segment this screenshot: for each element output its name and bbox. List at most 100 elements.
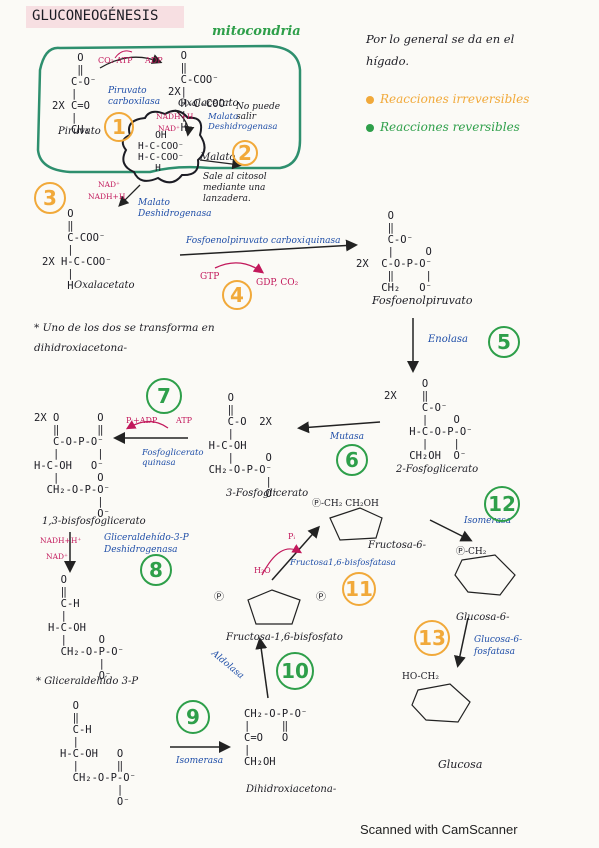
mitochondria-label: mitocondria: [212, 24, 301, 39]
glucose-ring: [411, 683, 471, 723]
enzyme-g6pase: Glucosa-6-fosfatasa: [474, 635, 523, 657]
step10-arrow: [255, 637, 269, 699]
step13-arrow: [454, 617, 469, 668]
step-11: 11: [342, 572, 376, 606]
malate-exit-arrow: [199, 158, 243, 170]
step-6: 6: [336, 444, 368, 476]
enzyme-fbpase: Fructosa1,6-bisfosfatasa: [290, 558, 396, 568]
page-title: GLUCONEOGÉNESIS: [32, 8, 159, 24]
step7-cofactor-arc: [125, 420, 169, 430]
step-13: 13: [414, 620, 450, 656]
f16bp-label: Fructosa-1,6-bisfosfato: [226, 632, 343, 643]
pg3-structure: O ‖ C-O 2X | H-C-OH | O CH₂-O-P-O⁻ | O⁻: [208, 392, 279, 500]
step-2: 2: [232, 140, 258, 166]
oxaloacetate-cyto-label: Oxalacetato: [74, 280, 135, 291]
f16bp-p-right: Ⓟ: [316, 592, 326, 603]
g3p-structure-lower: O ‖ C-H | H-C-OH O | ‖ CH₂-O-P-O⁻ | O⁻: [60, 700, 136, 808]
bpg-structure: 2X O O ‖ ‖ C-O-P-O⁻ | | H-C-OH O⁻ | O CH…: [34, 412, 110, 520]
legend-dot-irreversible: [366, 96, 374, 104]
enzyme-pgi: Isomerasa: [464, 516, 512, 526]
dhap-label: Dihidroxiacetona-: [246, 784, 337, 795]
pyruvate-structure: O ‖ C-O⁻ | 2X C=O | CH₃: [52, 52, 97, 136]
step8-cofactor-out: NAD⁺: [46, 552, 68, 561]
enzyme-pyruvate-carboxylase: Piruvato carboxilasa: [108, 86, 161, 107]
glucose-label: Glucosa: [438, 758, 483, 771]
step4-cofactor-arc: [214, 262, 265, 274]
step2-cofactors-out: NAD⁺: [158, 124, 180, 133]
g3p-label-text: Gliceraldehído 3-P: [44, 676, 139, 687]
enzyme-pgk: Fosfoglicerato quinasa: [142, 448, 204, 468]
malate-cloud: [121, 109, 206, 184]
step11-cofactor-arc: [261, 544, 303, 576]
bpg-label: 1,3-bisfosfoglicerato: [42, 516, 146, 527]
step2-cofactors-in: NADH+H: [156, 112, 194, 121]
enzyme-malate-dh-mito: Malato Deshidrogenasa: [208, 112, 278, 132]
enzyme-enolase: Enolasa: [428, 334, 469, 345]
step3-arrow: [118, 184, 141, 207]
step11-arrow: [271, 525, 320, 581]
step7-cofactor-out: ATP: [176, 416, 193, 425]
step1-arrow: [99, 54, 163, 69]
step12-arrow: [429, 519, 473, 542]
step-12: 12: [484, 486, 520, 522]
enzyme-gapdh: Gliceraldehído-3-P Deshidrogenasa: [104, 533, 189, 555]
malate-structure: OH H-C-COO⁻ H-C-COO⁻ H: [138, 130, 184, 174]
step-5: 5: [488, 326, 520, 358]
oxaloacetate-mito-structure: O ‖ C-COO⁻ 2X| H-C-COO⁻ | H: [168, 50, 232, 134]
step3-cofactors-in: NAD⁺: [98, 180, 120, 189]
step-9: 9: [176, 700, 210, 734]
note-general: Por lo general se da en el hígado.: [366, 32, 515, 68]
enzyme-malate-dh-cyto: Malato Deshidrogenasa: [138, 198, 212, 219]
pyruvate-label: Piruvato: [58, 126, 101, 137]
fructose6p-ring: [329, 507, 383, 541]
step-4: 4: [222, 280, 252, 310]
fructose16bp-ring: [247, 589, 301, 625]
step3-cofactors-out: NADH+H: [88, 192, 126, 201]
g6p-label: Glucosa-6-: [456, 612, 510, 623]
g6p-p: Ⓟ-CH₂: [456, 547, 487, 557]
legend-reversible: Reacciones reversibles: [380, 120, 520, 134]
glucose6p-ring: [454, 554, 516, 596]
step11-cofactor-in: H₂O: [254, 566, 271, 575]
step4-cofactor-in: GTP: [200, 272, 220, 282]
oxaloacetate-cyto-structure: O ‖ C-COO⁻ | 2X H-C-COO⁻ | H: [42, 208, 112, 292]
step4-cofactor-out: GDP, CO₂: [256, 278, 299, 288]
step-10: 10: [276, 652, 314, 690]
note-sale: Sale al citosol mediante una lanzadera.: [203, 172, 267, 204]
footer-scanner: Scanned with CamScanner: [360, 822, 518, 837]
oxaloacetate-mito-label: Oxalacetato: [178, 98, 239, 109]
g3p-structure-upper: O ‖ C-H | H-C-OH | O CH₂-O-P-O⁻ | O⁻: [48, 574, 124, 682]
title-highlight: [26, 6, 184, 28]
step1-cofactors-out: ADP: [145, 56, 163, 65]
pg2-label: 2-Fosfoglicerato: [396, 464, 479, 475]
step11-cofactor-out: Pᵢ: [288, 532, 295, 541]
f6p-label: Fructosa-6-: [368, 540, 427, 551]
mitochondria-outline: [36, 44, 302, 174]
enzyme-pepck: Fosfoenolpiruvato carboxiquinasa: [186, 236, 341, 246]
enzyme-tpi: Isomerasa: [176, 756, 224, 766]
step1-cofactor-arc: [114, 50, 133, 59]
step2-arrow: [174, 109, 195, 137]
step8-cofactor-in: NADH+H⁺: [40, 536, 82, 545]
step-3: 3: [34, 182, 66, 214]
f6p-p: Ⓟ-CH₂ CH₂OH: [312, 499, 379, 509]
step1-cofactors-in: CO₂ ATP: [98, 56, 133, 65]
f16bp-p-left: Ⓟ: [214, 592, 224, 603]
pep-label: Fosfoenolpiruvato: [372, 294, 473, 307]
note-dhap: * Uno de los dos se transforma en dihidr…: [34, 322, 215, 354]
malate-label: Malato: [200, 152, 236, 163]
legend-irreversible: Reacciones irreversibles: [380, 92, 530, 106]
pg3-label: 3-Fosfoglicerato: [226, 488, 309, 499]
step-8: 8: [140, 554, 172, 586]
legend-dot-reversible: [366, 124, 374, 132]
pg2-structure: O 2X ‖ C-O⁻ | O H-C-O-P-O⁻ | | CH₂OH O⁻: [384, 378, 473, 462]
enzyme-mutase: Mutasa: [330, 432, 364, 442]
dhap-structure: CH₂-O-P-O⁻ | ‖ C=O O | CH₂OH: [244, 708, 308, 768]
step7-cofactor-in: Pᵢ+ADP: [126, 416, 158, 425]
glucose-ch2oh: HO-CH₂: [402, 672, 439, 682]
pep-structure: O ‖ C-O⁻ | O 2X C-O-P-O⁻ ‖ | CH₂ O⁻: [356, 210, 432, 294]
step4-arrow: [179, 239, 358, 256]
step-1: 1: [104, 112, 134, 142]
step-7: 7: [146, 378, 182, 414]
